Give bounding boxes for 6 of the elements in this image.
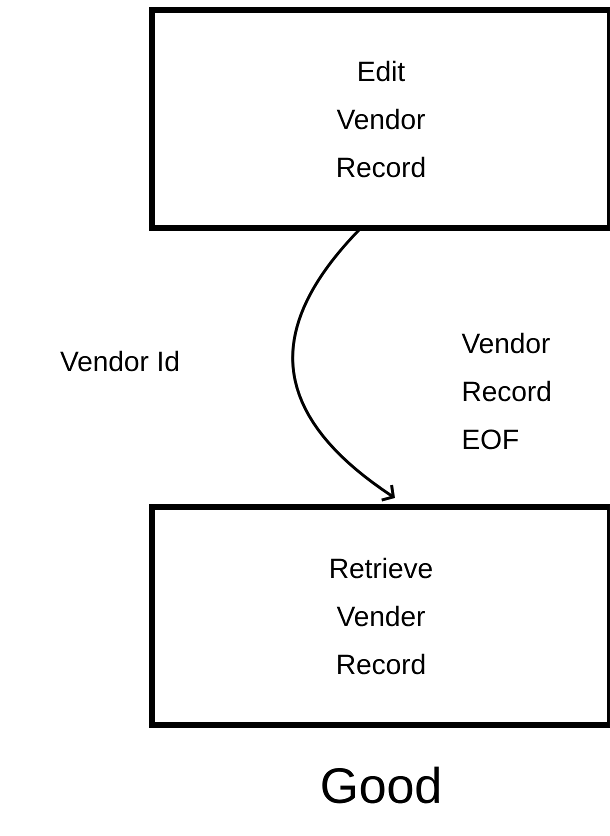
process-box: Edit Vendor Record: [149, 7, 610, 231]
arrow: [291, 228, 395, 502]
process-box: Retrieve Vender Record: [149, 504, 610, 728]
edge-label: Vendor Id: [60, 350, 178, 372]
caption: Good: [322, 766, 439, 804]
flow-label: Vendor Record EOF: [462, 332, 550, 450]
